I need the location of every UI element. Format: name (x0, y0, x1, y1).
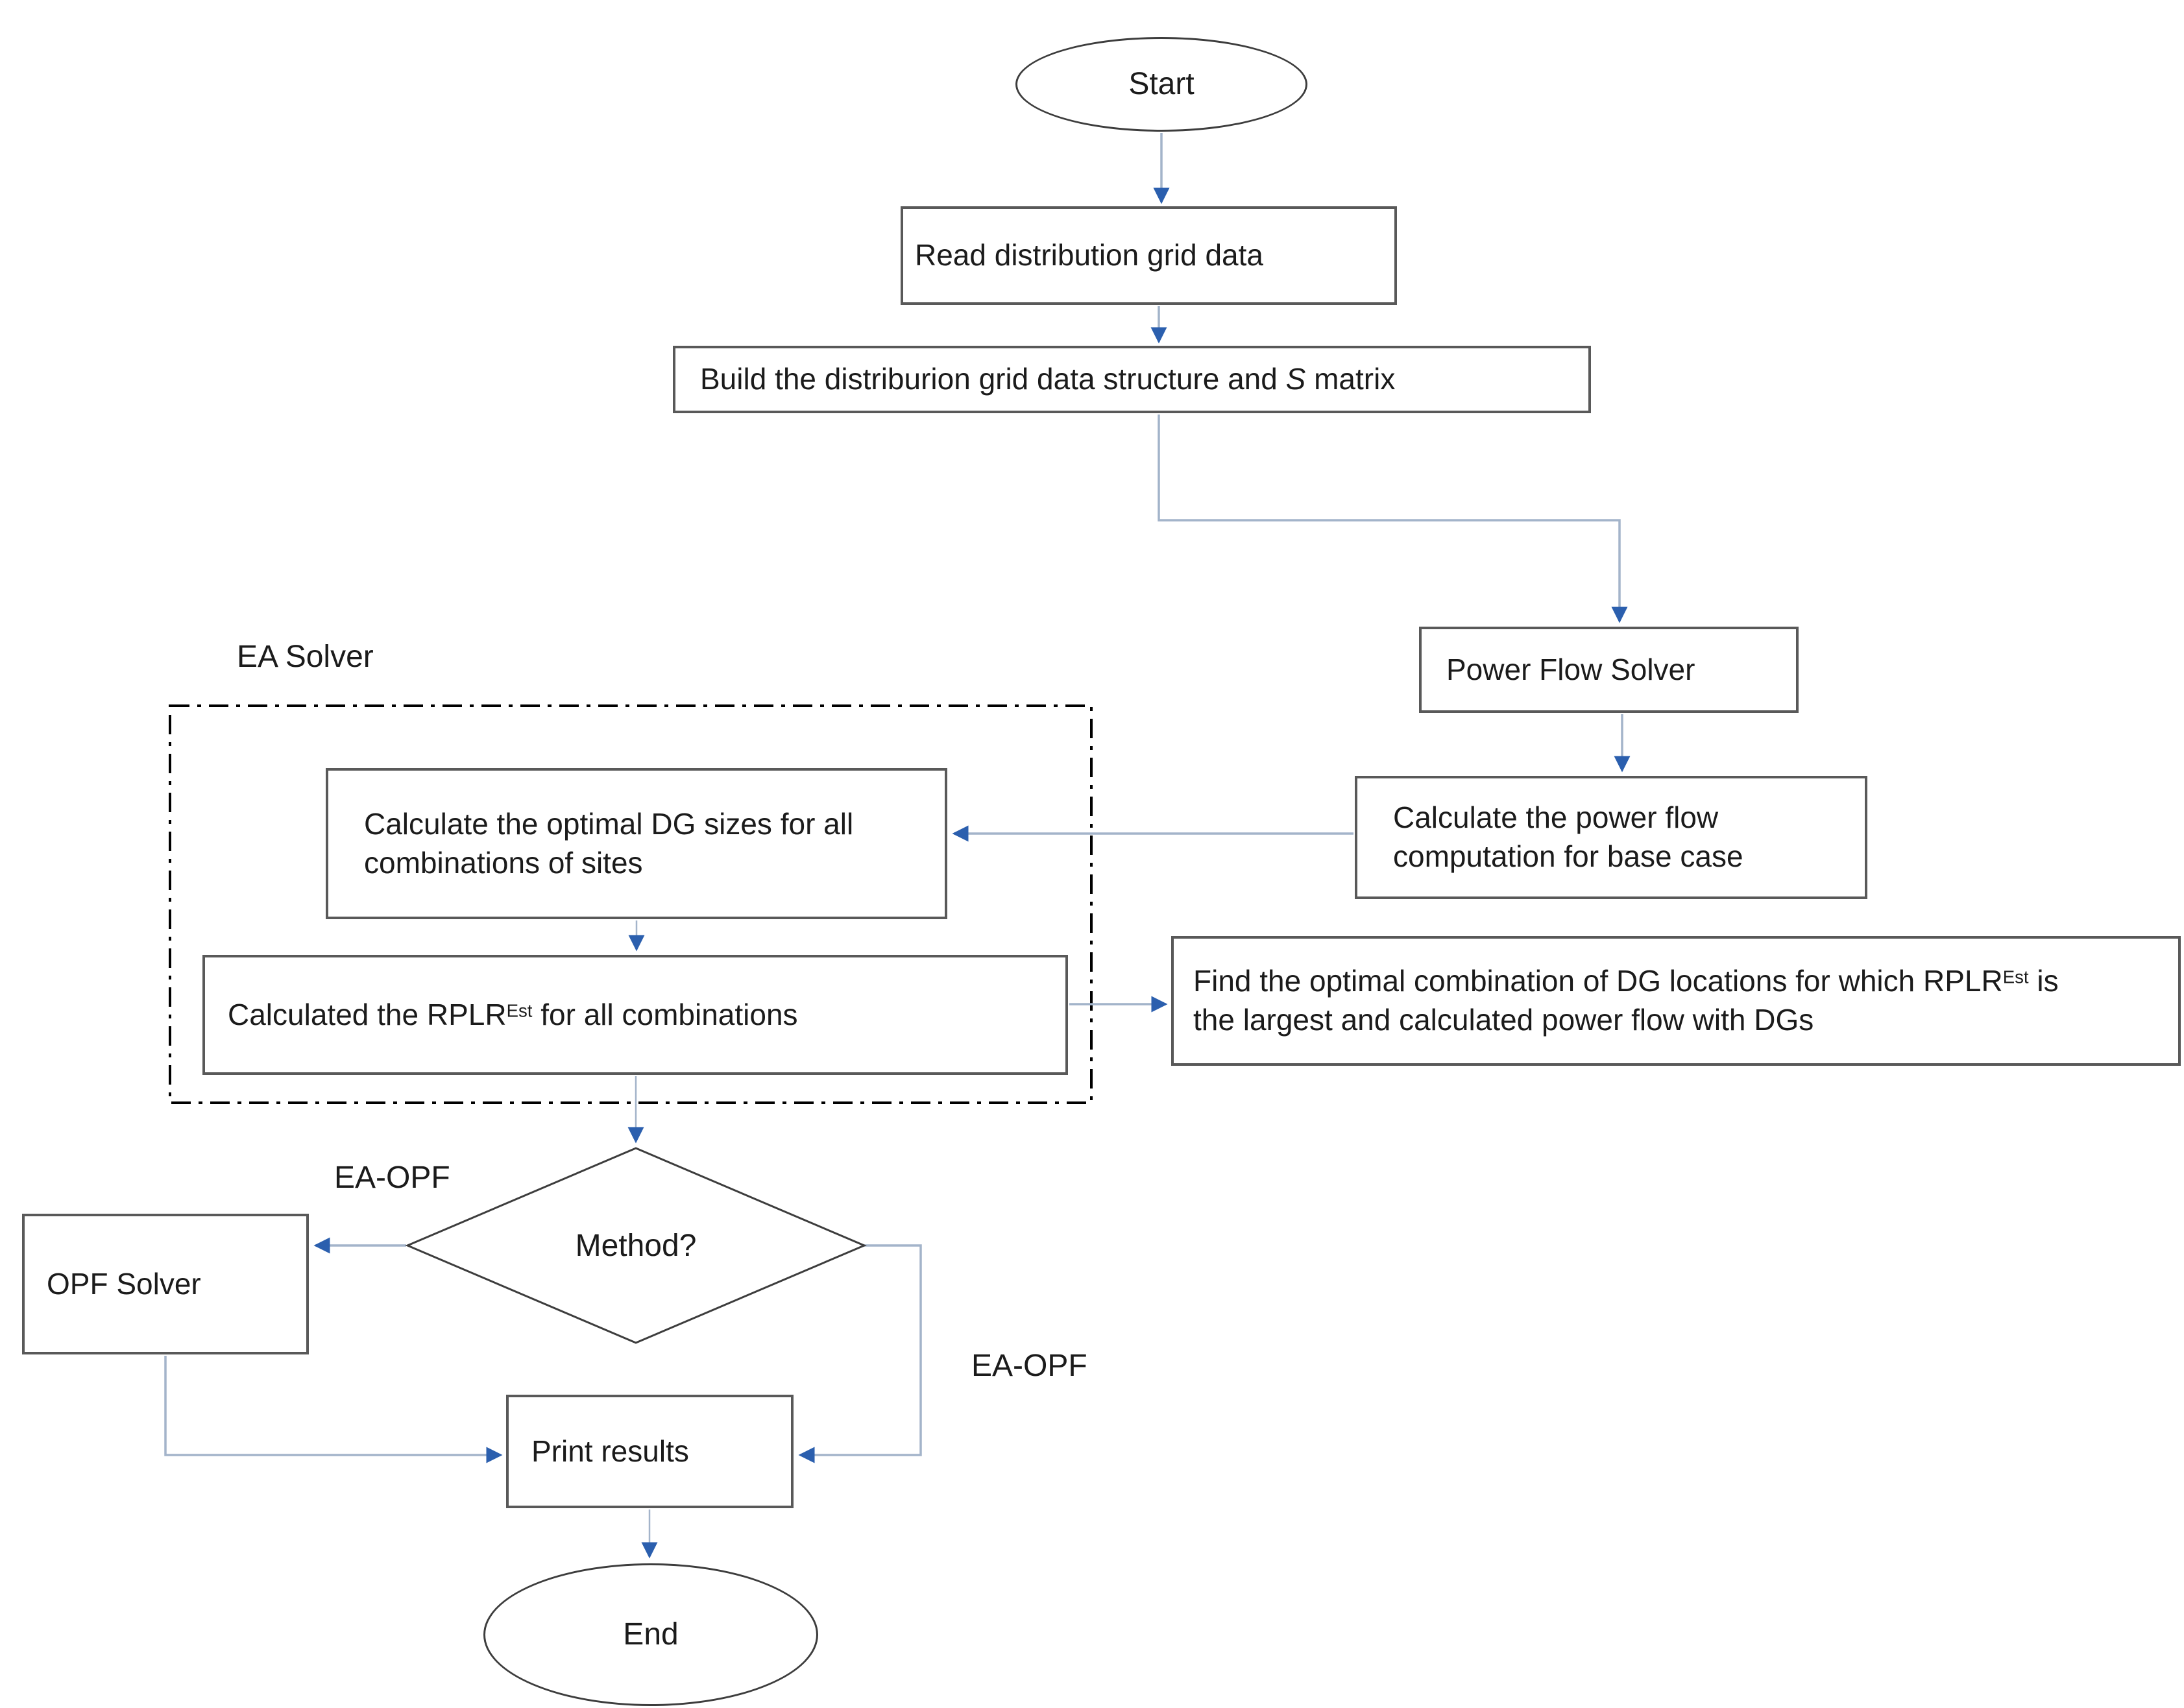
connector-build-to-power-flow-solver (1158, 415, 1628, 623)
opf-solver-box: OPF Solver (22, 1214, 309, 1354)
method-branch-right-label: EA-OPF (971, 1349, 1087, 1383)
rplr-est-superscript: Est (506, 1000, 533, 1021)
find-optimal-combination-label: Find the optimal combination of DG locat… (1193, 964, 2059, 1037)
end-terminal: End (483, 1563, 818, 1706)
build-structure-label: Build the distriburion grid data structu… (700, 362, 1396, 396)
ea-solver-region-label: EA Solver (237, 640, 374, 674)
start-terminal: Start (1015, 37, 1307, 132)
start-label: Start (1128, 66, 1195, 101)
calc-base-case-label: Calculate the power flow computation for… (1393, 800, 1743, 873)
method-decision-label: Method? (575, 1228, 697, 1263)
print-results-label: Print results (531, 1434, 689, 1468)
power-flow-solver-label: Power Flow Solver (1446, 652, 1695, 686)
calc-optimal-dg-sizes-box: Calculate the optimal DG sizes for all c… (326, 768, 947, 919)
build-structure-box: Build the distriburion grid data structu… (673, 346, 1591, 413)
s-matrix-italic: S (1285, 362, 1306, 396)
end-label: End (623, 1617, 679, 1652)
read-grid-data-box: Read distribution grid data (901, 206, 1397, 305)
calc-rplr-box: Calculated the RPLREst for all combinati… (202, 955, 1068, 1075)
read-grid-data-label: Read distribution grid data (915, 238, 1263, 272)
opf-solver-label: OPF Solver (47, 1266, 201, 1301)
rplr-est-superscript: Est (2002, 967, 2029, 987)
connector-opf-solver-to-print-results (164, 1356, 503, 1463)
method-branch-left-label: EA-OPF (334, 1161, 450, 1195)
calc-optimal-dg-sizes-label: Calculate the optimal DG sizes for all c… (364, 806, 854, 880)
ea-solver-region-border (169, 704, 1093, 1104)
connector-method-to-print-results (798, 1244, 922, 1463)
calc-base-case-box: Calculate the power flow computation for… (1355, 776, 1867, 899)
calc-rplr-label: Calculated the RPLREst for all combinati… (228, 997, 798, 1031)
find-optimal-combination-box: Find the optimal combination of DG locat… (1171, 936, 2181, 1066)
method-diamond (405, 1147, 867, 1344)
power-flow-solver-box: Power Flow Solver (1419, 627, 1799, 713)
print-results-box: Print results (506, 1395, 794, 1508)
